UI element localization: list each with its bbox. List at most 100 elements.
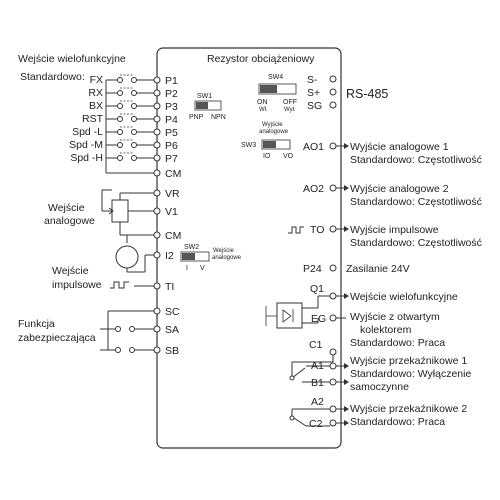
analog-input-label-1: Wejście [48,202,85,214]
box-title: Rezystor obciążeniowy [207,53,315,65]
to-output: TO Wyjście impulsowe Standardowo: Często… [288,224,482,249]
terminal-cm1 [153,169,161,177]
relay2-line-1: Wyjście przekaźnikowe 2 [350,403,467,415]
ao2-default: Standardowo: Częstotliwość [350,196,482,208]
input-name: BX [89,100,103,112]
relay2-c2: C2 [309,418,323,430]
to-title: Wyjście impulsowe [350,224,439,236]
terminal-p5 [153,128,161,136]
terminal-label: VR [165,188,180,200]
sw3-note-1: Wyjście [262,122,283,128]
eg-line-2: kolektorem [360,324,412,336]
relay2-output: A2 C2 Wyjście przekaźnikowe 2 Standardow… [289,396,467,430]
sw2-label: SW2 [184,244,199,251]
multi-input-group: FX P1 RX P2 BX P3 RST P4 Spd -L [69,74,181,180]
terminal-sg [329,101,337,109]
rs485-terminal-label: S+ [307,87,320,99]
terminal-ti [153,282,161,290]
ao2-title: Wyjście analogowe 2 [350,183,449,195]
terminal-label: P5 [165,127,178,139]
sw4-right: OFF [283,99,297,106]
sw2-note-1: Wejście [213,248,235,254]
terminal-p6 [153,141,161,149]
relay1-output: C1 A1 B1 Wyjście przekaźnikowe 1 Standar… [289,339,471,393]
ao1-default: Standardowo: Częstotliwość [350,154,482,166]
pulse-input-label-1: Wejście [52,265,89,277]
ao2-terminal: AO2 [303,183,324,195]
sw1-left: PNP [189,114,204,121]
input-name: Spd -M [69,139,103,151]
input-name: Spd -H [70,152,103,164]
relay1-c1: C1 [309,339,323,351]
p24-output: P24 Zasilanie 24V [303,263,410,275]
terminal-v1 [153,207,161,215]
pulse-input-label-2: impulsowe [52,279,102,291]
terminal-p7 [153,154,161,162]
sw3-label: SW3 [241,142,256,149]
terminal-label: CM [165,230,181,242]
pulse-input-group: Wejście impulsowe TI [52,265,174,293]
relay2-a2: A2 [311,396,324,408]
sw2-note-2: analogowe [212,255,242,261]
p24-title: Zasilanie 24V [346,263,410,275]
safety-label-1: Funkcja [18,318,55,330]
input-name: RX [88,87,103,99]
to-terminal: TO [310,224,324,236]
terminal-p4 [153,115,161,123]
terminal-label: SB [165,345,179,357]
sw1-right: NPN [211,114,226,121]
ao1-terminal: AO1 [303,141,324,153]
sw2-right: V [200,265,205,272]
input-name: RST [82,113,104,125]
relay1-line-2: Standardowo: Wyłączenie [350,368,471,380]
terminal-sb [153,346,161,354]
sw2-switch: SW2 I V Wejście analogowe [180,244,242,272]
sw4-right-sub: Wył. [284,107,296,113]
sw4-switch: SW4 ON OFF Wł. Wył. [257,74,297,113]
terminal-vr [153,189,161,197]
ao1-title: Wyjście analogowe 1 [350,141,449,153]
ao1-output: AO1 Wyjście analogowe 1 Standardowo: Czę… [303,141,482,166]
p24-terminal: P24 [303,263,322,275]
terminal-p2 [153,89,161,97]
terminal-s-minus [329,75,337,83]
input-name: FX [90,74,103,86]
terminal-p3 [153,102,161,110]
terminal-label: V1 [165,206,178,218]
rs485-terminal-label: SG [307,100,322,112]
sw3-switch: Wyjście analogowe SW3 IO VO [241,122,294,160]
sw3-note-2: analogowe [259,129,289,135]
terminal-p1 [153,76,161,84]
terminal-label: P4 [165,114,178,126]
sw2-left: I [186,265,188,272]
input-name: Spd -L [72,126,103,138]
rs485-terminal-label: S- [307,74,318,86]
q1-terminal: Q1 [310,283,324,295]
eg-terminal: EG [311,313,326,325]
terminal-label: P2 [165,88,178,100]
analog-input-label-2: analogowe [44,215,95,227]
multi-input-title: Wejście wielofunkcyjne [18,53,126,65]
relay1-b1: B1 [311,377,324,389]
relay1-line-1: Wyjście przekaźnikowe 1 [350,355,467,367]
terminal-label: P1 [165,75,178,87]
eg-line-3: Standardowo: Praca [350,337,445,349]
terminal-label: SA [165,324,179,336]
sw1-label: SW1 [197,93,212,100]
sw1-switch: SW1 PNP NPN [189,93,226,121]
terminal-sc [153,307,161,315]
multi-input-default: Standardowo: [20,71,85,83]
sw3-left: IO [263,153,271,160]
sw4-left: ON [257,99,268,106]
q1-title: Wejście wielofunkcyjne [350,291,458,303]
sw4-left-sub: Wł. [259,107,268,113]
analog-input-group: Wejście analogowe VR V1 CM I2 [44,188,181,273]
terminal-sa [153,325,161,333]
terminal-label: P6 [165,140,178,152]
safety-group: Funkcja zabezpieczająca SC SA SB [18,306,180,357]
rs485-group: S- S+ SG RS-485 [307,74,388,112]
terminal-label: CM [165,168,181,180]
terminal-label: P3 [165,101,178,113]
